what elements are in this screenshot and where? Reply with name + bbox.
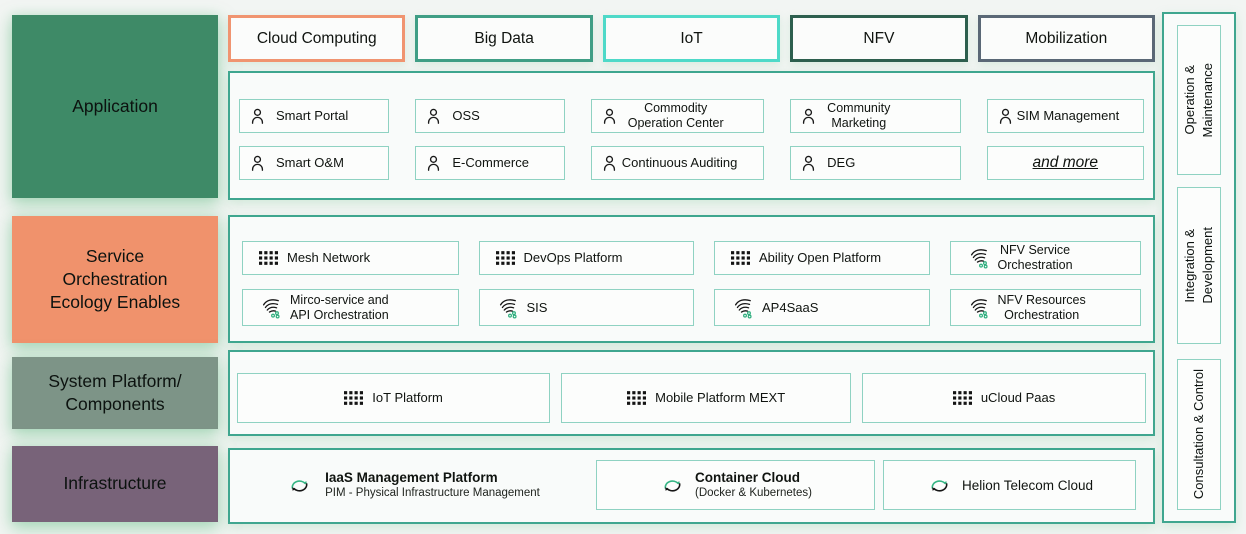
person-icon <box>251 155 264 171</box>
svc-item-ability-open-platform: Ability Open Platform <box>714 241 930 275</box>
app-item-deg: DEG <box>790 146 961 180</box>
row-label-infrastructure: Infrastructure <box>12 446 218 522</box>
row-label-system-platform: System Platform/ Components <box>12 357 218 429</box>
grid-icon <box>731 251 751 265</box>
app-item-sim-management: SIM Management <box>986 99 1144 133</box>
person-icon <box>603 155 615 171</box>
infra-item-iaas-management: IaaS Management Platform PIM - Physical … <box>230 460 596 510</box>
service-orchestration-group: Mesh Network DevOps Platform Ability Ope… <box>228 215 1155 343</box>
tab-big-data: Big Data <box>415 15 593 62</box>
row-label-service-orchestration: Service Orchestration Ecology Enables <box>12 216 218 343</box>
person-icon <box>603 108 615 124</box>
infra-item-container-cloud: Container Cloud (Docker & Kubernetes) <box>596 460 875 510</box>
app-item-oss: OSS <box>415 99 565 133</box>
domain-tabs: Cloud Computing Big Data IoT NFV Mobiliz… <box>228 15 1156 62</box>
svc-item-microservice-api-orchestration: Mirco-service and API Orchestration <box>242 289 459 326</box>
sys-item-ucloud-paas: uCloud Paas <box>862 373 1146 423</box>
grid-icon <box>627 391 647 405</box>
tab-iot: IoT <box>602 15 781 62</box>
person-icon <box>803 155 815 171</box>
tab-mobilization: Mobilization <box>977 15 1156 62</box>
svc-item-nfv-service-orchestration: NFV Service Orchestration <box>949 241 1141 275</box>
cloud-sync-icon <box>664 479 681 492</box>
grid-icon <box>344 391 364 405</box>
svc-item-nfv-resources-orchestration: NFV Resources Orchestration <box>949 289 1141 326</box>
sys-item-mobile-platform-mext: Mobile Platform MEXT <box>561 373 852 423</box>
app-item-continuous-auditing: Continuous Auditing <box>590 146 765 180</box>
side-item-integration-development: Integration & Development <box>1177 187 1221 344</box>
tab-cloud-computing: Cloud Computing <box>228 15 406 62</box>
person-icon <box>251 108 264 124</box>
grid-icon <box>259 251 278 265</box>
orchestration-wave-icon <box>262 298 280 319</box>
orchestration-wave-icon <box>499 298 517 319</box>
app-item-and-more: and more <box>986 146 1144 180</box>
orchestration-wave-icon <box>970 298 988 319</box>
orchestration-wave-icon <box>734 298 752 319</box>
app-item-commodity-operation-center: Commodity Operation Center <box>590 99 765 133</box>
svc-item-ap4saas: AP4SaaS <box>714 289 930 326</box>
side-panel: Operation & Maintenance Integration & De… <box>1162 12 1236 523</box>
infrastructure-group: IaaS Management Platform PIM - Physical … <box>228 448 1155 524</box>
tab-nfv: NFV <box>790 15 968 62</box>
sys-item-iot-platform: IoT Platform <box>237 373 551 423</box>
cloud-sync-icon <box>931 479 948 492</box>
app-item-community-marketing: Community Marketing <box>790 99 961 133</box>
app-item-e-commerce: E-Commerce <box>415 146 565 180</box>
infra-item-helion-telecom-cloud: Helion Telecom Cloud <box>883 460 1136 510</box>
side-item-consultation-control: Consultation & Control <box>1177 359 1221 510</box>
svc-item-mesh-network: Mesh Network <box>242 241 459 275</box>
app-item-smart-portal: Smart Portal <box>239 99 390 133</box>
row-label-application: Application <box>12 15 218 198</box>
system-platform-group: IoT Platform Mobile Platform MEXT uCloud… <box>228 350 1155 436</box>
svc-item-sis: SIS <box>478 289 695 326</box>
person-icon <box>428 155 440 171</box>
side-item-operation-maintenance: Operation & Maintenance <box>1177 25 1221 175</box>
grid-icon <box>495 251 515 265</box>
svc-item-devops-platform: DevOps Platform <box>478 241 695 275</box>
cloud-sync-icon <box>291 479 308 492</box>
person-icon <box>999 108 1011 124</box>
grid-icon <box>952 391 972 405</box>
orchestration-wave-icon <box>970 249 988 269</box>
application-group: Smart Portal OSS Commodity Operation Cen… <box>228 71 1155 200</box>
person-icon <box>803 108 815 124</box>
app-item-smart-om: Smart O&M <box>239 146 390 180</box>
person-icon <box>428 108 440 124</box>
